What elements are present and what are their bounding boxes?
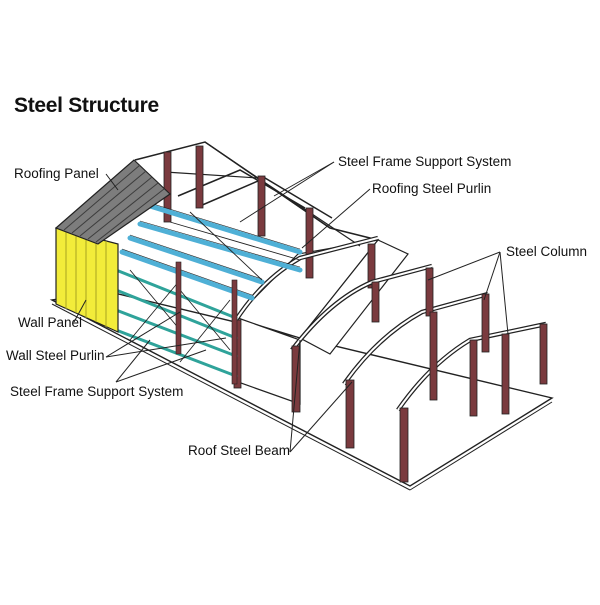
label-roof-beam: Roof Steel Beam — [188, 443, 291, 458]
roof-purlins — [119, 203, 303, 301]
label-wall-panel: Wall Panel — [18, 315, 83, 330]
leader-lines — [73, 161, 509, 453]
label-roofing-panel: Roofing Panel — [14, 166, 99, 181]
rear-columns — [163, 145, 376, 289]
label-wall-purlin: Wall Steel Purlin — [6, 348, 105, 363]
roof-line-rear — [204, 141, 259, 179]
page-title: Steel Structure — [14, 94, 159, 117]
label-roofing-purlin: Roofing Steel Purlin — [372, 181, 492, 196]
ground-slab-edge-2 — [409, 401, 553, 491]
label-frame-support-top: Steel Frame Support System — [338, 154, 512, 169]
roofing-panel-ribs — [63, 164, 165, 243]
side-columns — [175, 261, 238, 385]
label-frame-support-bottom: Steel Frame Support System — [10, 384, 184, 399]
wall-panel-ribs — [65, 231, 107, 327]
portal-frame-2 — [290, 263, 433, 352]
label-steel-column: Steel Column — [506, 244, 588, 259]
roof-purlins-outline — [121, 202, 301, 296]
front-columns — [233, 267, 548, 483]
roof-panel-white-right — [299, 239, 409, 355]
ground-slab-edge — [51, 303, 411, 491]
roof-line-rear-2 — [259, 179, 331, 229]
portal-frame-1 — [234, 235, 379, 322]
cross-bracing — [129, 211, 301, 363]
portal-frame-3 — [342, 291, 489, 386]
